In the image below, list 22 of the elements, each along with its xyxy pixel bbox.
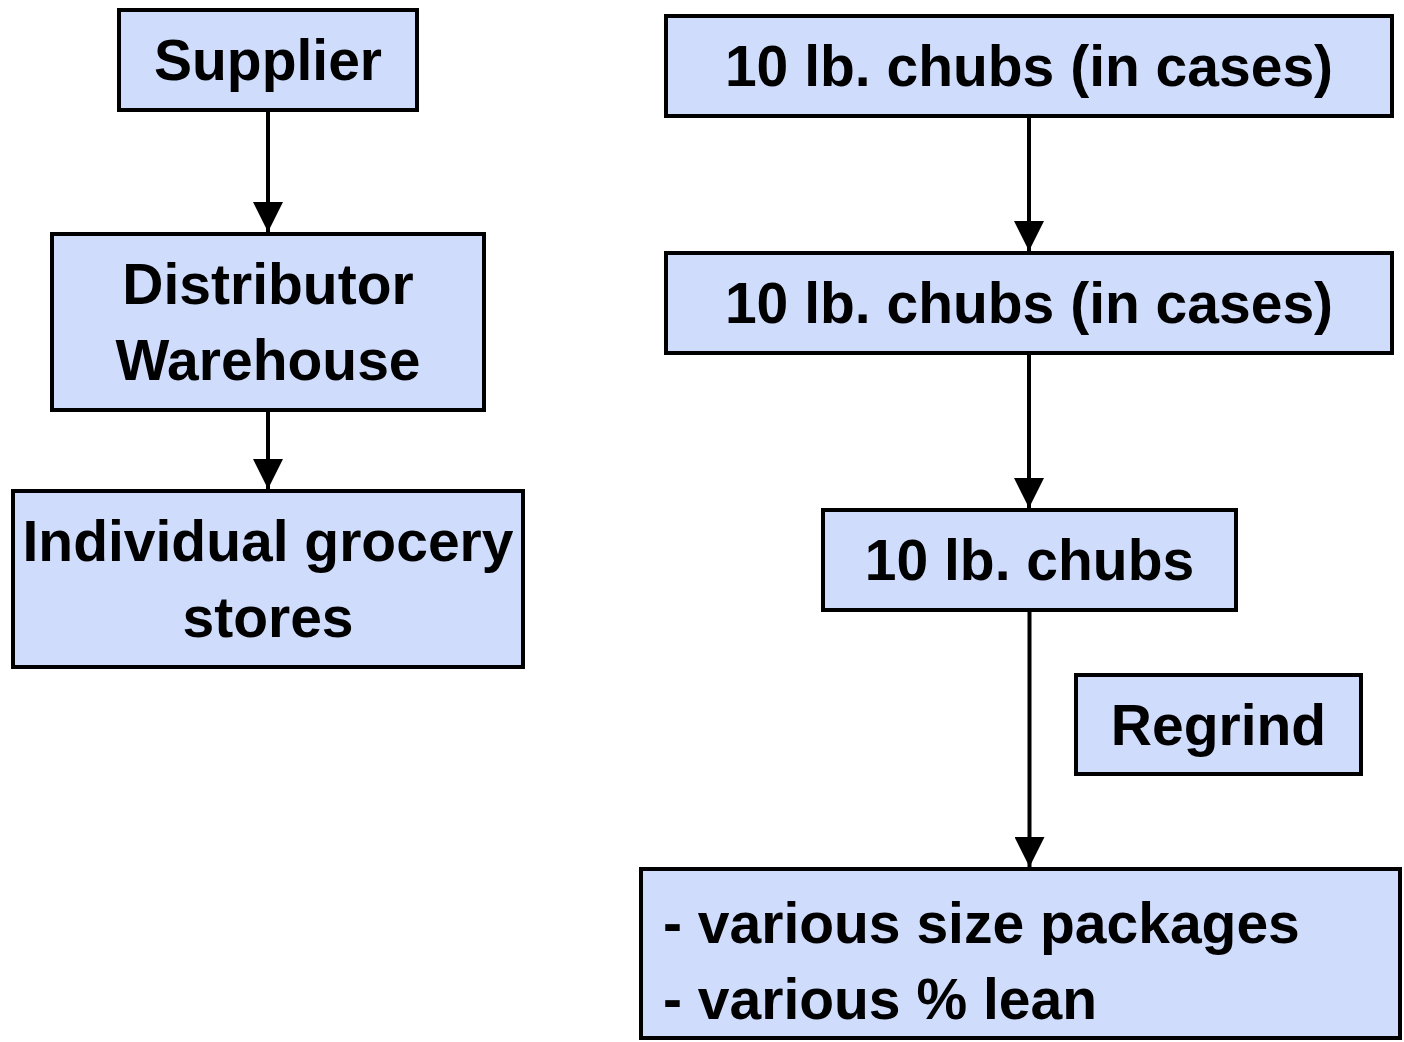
- box-label: 10 lb. chubs: [864, 527, 1195, 594]
- box-label: 10 lb. chubs (in cases): [724, 270, 1334, 337]
- arrow: [253, 412, 283, 489]
- box-label: Regrind: [1110, 691, 1327, 759]
- arrow: [1014, 612, 1045, 867]
- arrow: [1014, 355, 1044, 508]
- process-box: [639, 867, 1402, 1040]
- process-box: [664, 251, 1394, 355]
- box-label: Individual grocery stores: [21, 508, 515, 651]
- box-label: Supplier: [154, 27, 382, 94]
- process-box: [1074, 673, 1363, 776]
- box-label: - various % lean: [663, 966, 1097, 1033]
- box-label: 10 lb. chubs (in cases): [724, 33, 1334, 100]
- box-label: Distributor Warehouse: [114, 251, 422, 394]
- arrow: [1014, 118, 1044, 251]
- process-box: [821, 508, 1238, 612]
- process-box: [11, 489, 525, 669]
- process-box: [50, 232, 486, 412]
- arrow: [253, 112, 283, 232]
- process-box: [664, 14, 1394, 118]
- process-box: [117, 8, 419, 112]
- box-label: - various size packages: [663, 890, 1300, 957]
